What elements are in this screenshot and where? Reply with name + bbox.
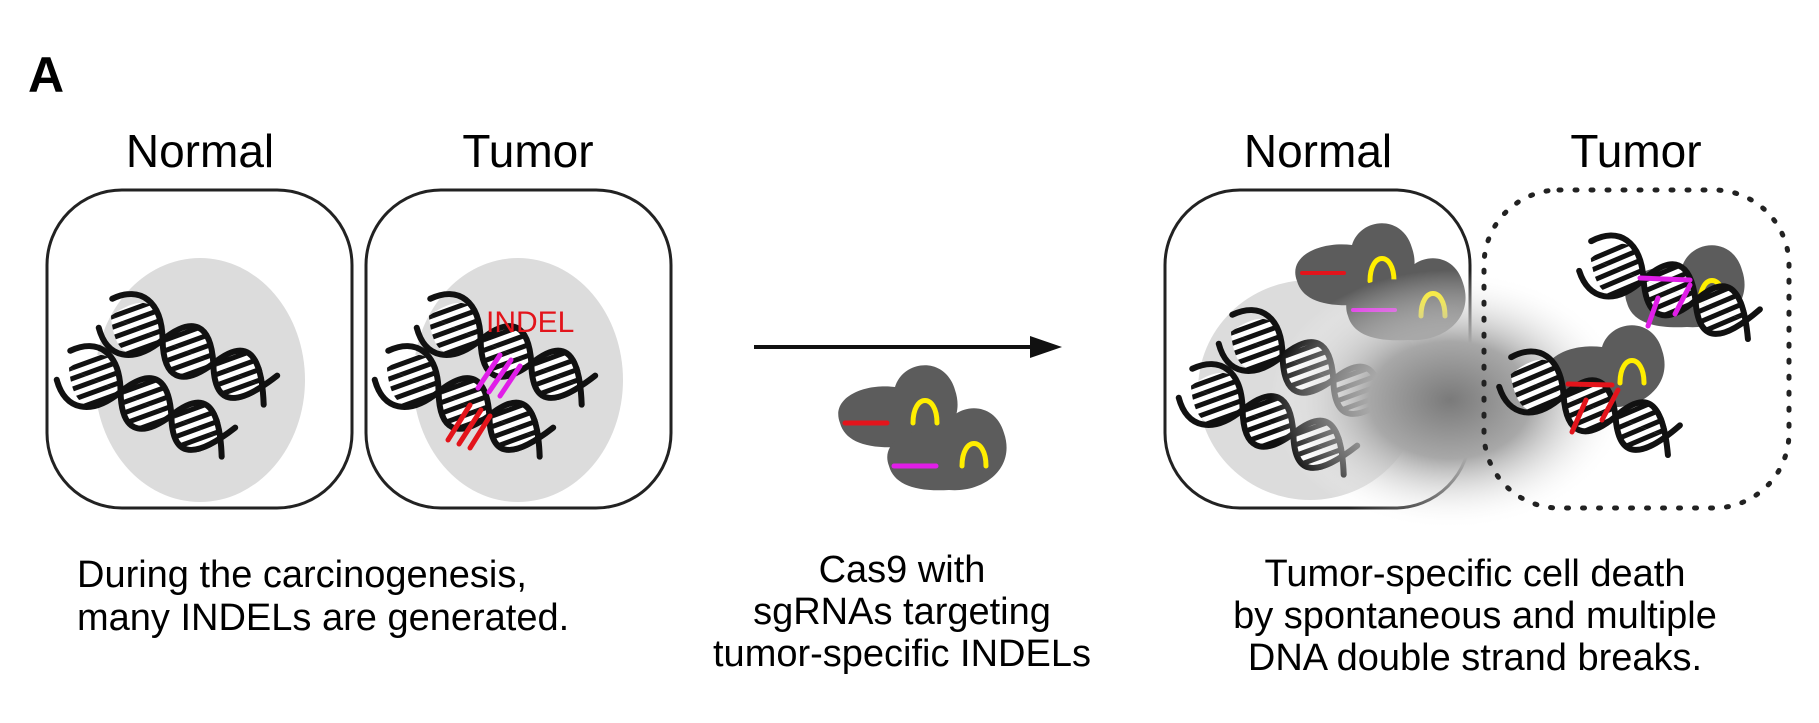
- right-tumor-cell-dying: [1270, 187, 1792, 530]
- dsb-red-mark: [1565, 381, 1621, 435]
- right-caption-line-3: DNA double strand breaks.: [1248, 637, 1702, 679]
- left-caption-line-2: many INDELs are generated.: [77, 597, 569, 639]
- indel-magenta-mark: [475, 352, 523, 399]
- indel-label: INDEL: [486, 306, 574, 339]
- left-tumor-title: Tumor: [462, 125, 593, 177]
- left-normal-title: Normal: [126, 125, 274, 177]
- cas9-protein-magenta-guide: [887, 408, 1006, 490]
- arrow: [754, 336, 1062, 358]
- middle-caption-line-2: sgRNAs targeting: [753, 591, 1051, 633]
- left-normal-cell: [45, 188, 354, 510]
- cas9-protein-red-guide: [838, 365, 957, 447]
- right-tumor-title: Tumor: [1570, 125, 1701, 177]
- dsb-magenta-mark: [1637, 275, 1693, 329]
- middle-caption-line-1: Cas9 with: [819, 549, 986, 591]
- left-tumor-cell: [364, 188, 673, 510]
- panel-label: A: [28, 47, 64, 103]
- right-caption-line-1: Tumor-specific cell death: [1265, 553, 1686, 595]
- cell-death-shadow: [1270, 270, 1630, 530]
- left-caption-line-1: During the carcinogenesis,: [77, 554, 527, 596]
- right-caption-line-2: by spontaneous and multiple: [1233, 595, 1717, 637]
- right-normal-title: Normal: [1244, 125, 1392, 177]
- middle-caption-line-3: tumor-specific INDELs: [713, 633, 1091, 675]
- cas9-protein-red-guide: [1295, 223, 1414, 305]
- indel-red-mark: [445, 402, 493, 451]
